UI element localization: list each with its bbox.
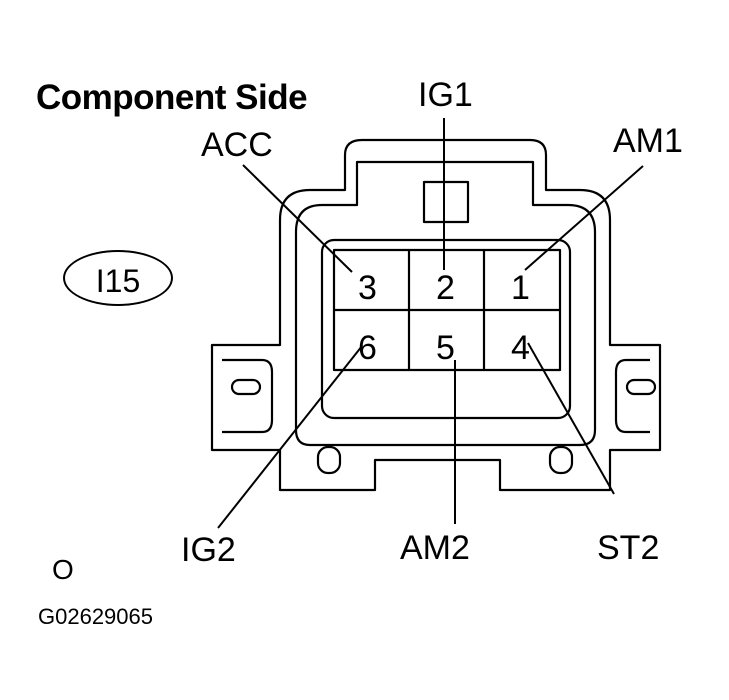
leader-ig2 bbox=[217, 345, 363, 529]
right-tab bbox=[614, 358, 650, 434]
connector-housing-outline bbox=[210, 138, 662, 492]
pin-4: 4 bbox=[511, 329, 530, 367]
left-tab bbox=[222, 358, 274, 434]
right-tab-slot bbox=[625, 378, 657, 396]
label-ig1: IG1 bbox=[418, 76, 473, 114]
pin-3: 3 bbox=[358, 269, 377, 307]
connector-id-badge: I15 bbox=[63, 250, 173, 306]
label-st2: ST2 bbox=[597, 529, 660, 567]
connector-inner-outline bbox=[294, 160, 597, 447]
left-tab-slot bbox=[230, 378, 262, 396]
bottom-latch-left bbox=[316, 445, 342, 475]
leader-st2 bbox=[527, 342, 615, 495]
pin-2: 2 bbox=[436, 269, 455, 307]
footnote-mark: O bbox=[52, 554, 74, 585]
leader-acc bbox=[242, 164, 353, 273]
diagram-title: Component Side bbox=[36, 78, 308, 117]
pin-1: 1 bbox=[511, 269, 530, 307]
cavity-frame bbox=[320, 238, 572, 420]
figure-code: G02629065 bbox=[38, 604, 153, 629]
label-ig2: IG2 bbox=[181, 531, 236, 569]
connector-id-text: I15 bbox=[95, 263, 141, 299]
latch-window bbox=[422, 180, 470, 224]
label-am1: AM1 bbox=[613, 122, 683, 160]
pin-6: 6 bbox=[358, 329, 377, 367]
leader-am1 bbox=[524, 165, 644, 271]
label-acc: ACC bbox=[201, 126, 273, 164]
bottom-latch-right bbox=[548, 445, 574, 475]
pin-5: 5 bbox=[436, 329, 455, 367]
label-am2: AM2 bbox=[400, 529, 470, 567]
